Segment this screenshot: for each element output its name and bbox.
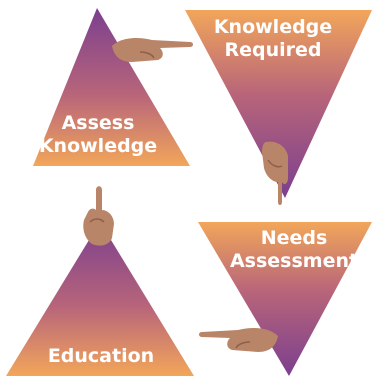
- needs-label-line1: Needs: [261, 227, 328, 249]
- pointing-hand-icon: [83, 186, 114, 246]
- assess-label-line2: Knowledge: [39, 135, 157, 157]
- pointing-hand-icon: [199, 328, 278, 352]
- knowledge-label-line1: Knowledge: [214, 16, 332, 38]
- pointing-hand-icon: [112, 38, 193, 62]
- pointing-hand-icon: [262, 141, 288, 205]
- assess-knowledge-triangle: Assess Knowledge: [33, 8, 190, 166]
- knowledge-label-line2: Required: [224, 39, 321, 61]
- needs-assessment-triangle: Needs Assessment: [198, 222, 372, 376]
- assess-label-line1: Assess: [62, 112, 135, 134]
- education-label: Education: [48, 345, 154, 367]
- needs-label-line2: Assessment: [230, 250, 358, 272]
- knowledge-required-triangle: Knowledge Required: [185, 10, 372, 198]
- education-triangle: Education: [6, 222, 194, 376]
